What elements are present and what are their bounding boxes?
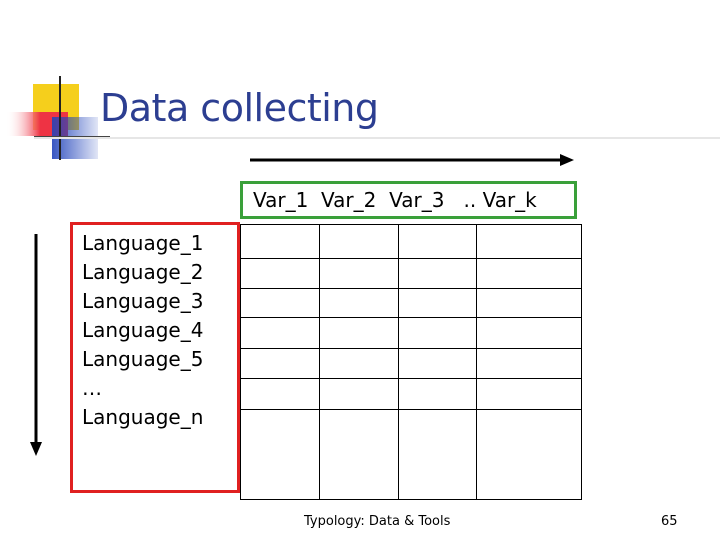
language-item: Language_3 bbox=[82, 289, 204, 313]
grid-row bbox=[240, 224, 582, 259]
grid-row bbox=[240, 409, 582, 500]
language-item: Language_2 bbox=[82, 260, 204, 284]
title-underline bbox=[34, 137, 720, 139]
language-item: Language_n bbox=[82, 405, 204, 429]
language-item: Language_5 bbox=[82, 347, 204, 371]
grid-row bbox=[240, 378, 582, 410]
horizontal-arrow-icon bbox=[250, 154, 574, 166]
slide-title: Data collecting bbox=[100, 86, 379, 130]
language-item: Language_1 bbox=[82, 231, 204, 255]
page-number: 65 bbox=[661, 514, 678, 529]
language-list-box: Language_1 Language_2 Language_3 Languag… bbox=[70, 222, 240, 493]
vertical-arrow-icon bbox=[30, 234, 42, 456]
slide-footer: Typology: Data & Tools bbox=[304, 514, 451, 529]
grid-row bbox=[240, 258, 582, 289]
grid-row bbox=[240, 317, 582, 349]
data-grid bbox=[240, 224, 582, 500]
language-ellipsis: … bbox=[82, 376, 102, 400]
grid-row bbox=[240, 288, 582, 318]
language-item: Language_4 bbox=[82, 318, 204, 342]
variable-header-box: Var_1 Var_2 Var_3 .. Var_k bbox=[240, 181, 577, 219]
grid-row bbox=[240, 348, 582, 379]
